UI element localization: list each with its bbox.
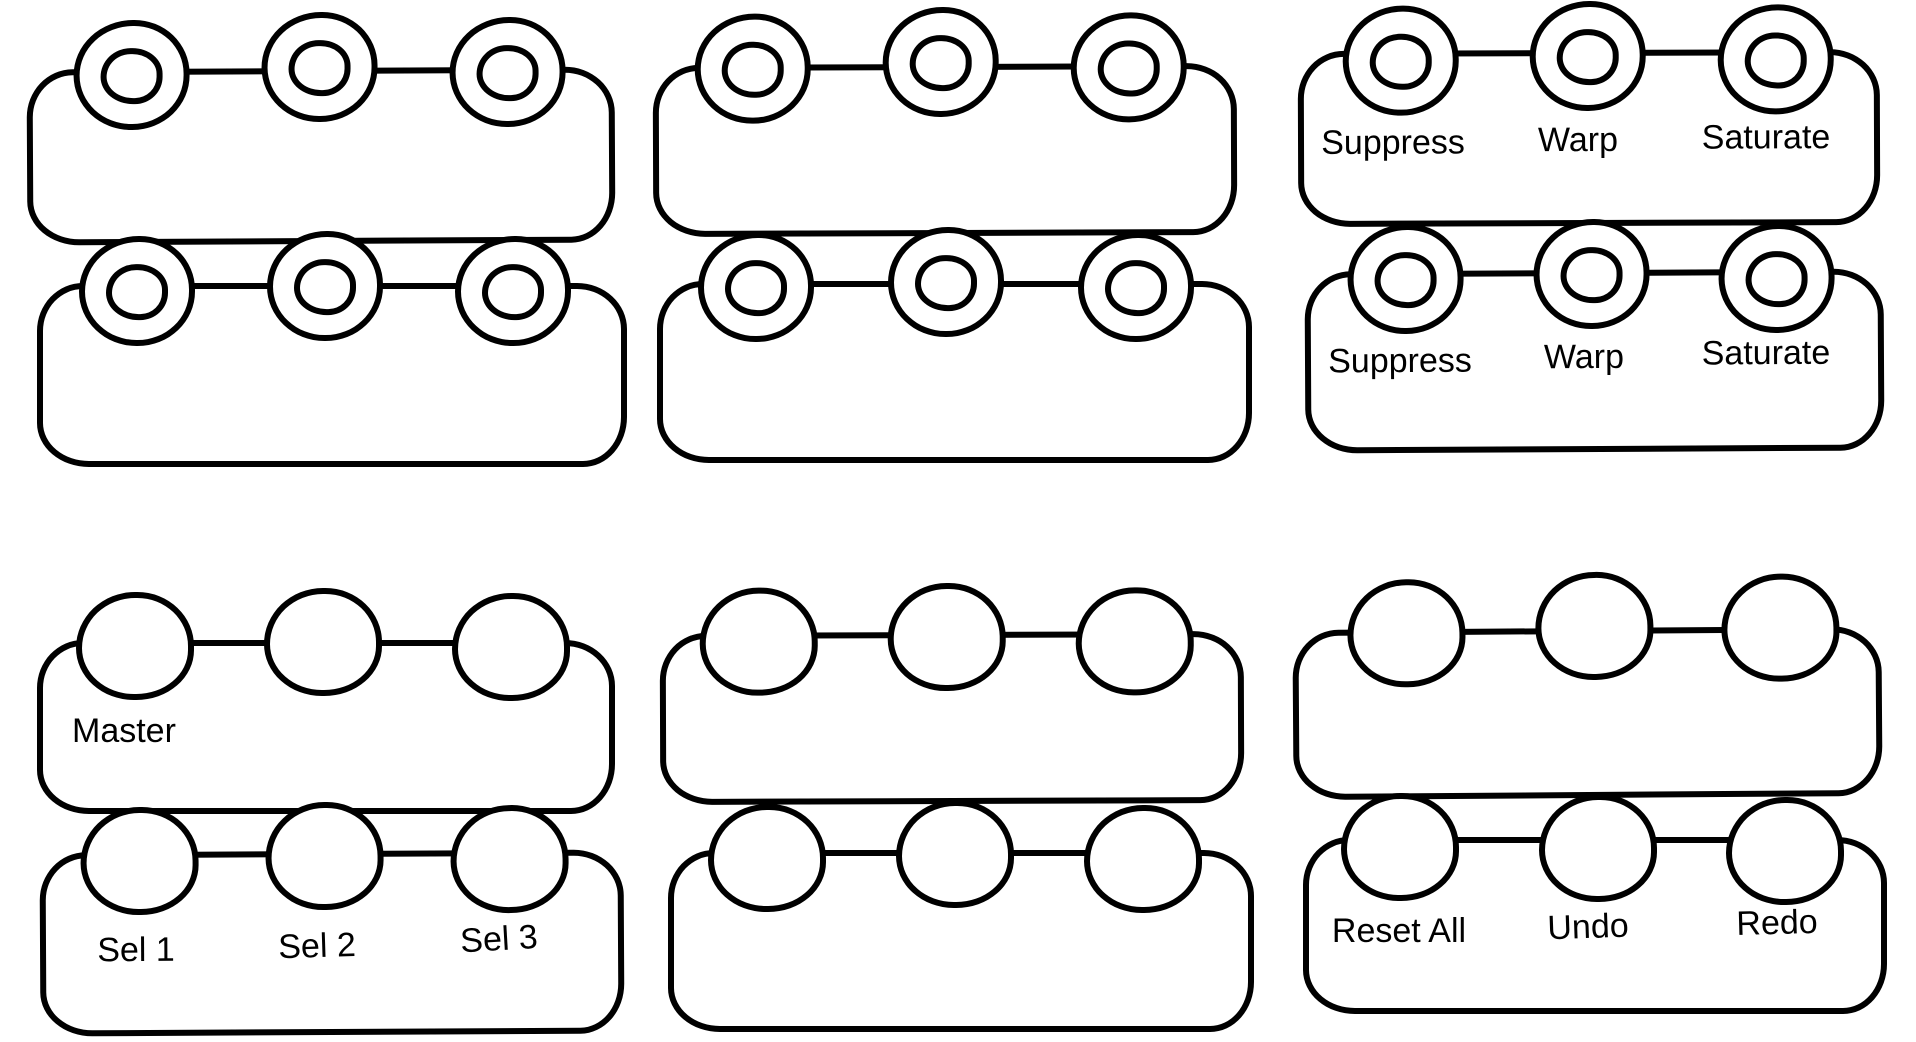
button[interactable]: [264, 588, 382, 696]
button-sel-2[interactable]: [265, 801, 384, 911]
knob-saturate[interactable]: [1718, 222, 1835, 334]
button-sel-2-label: Sel 2: [277, 925, 357, 967]
knob-core: [288, 39, 351, 97]
button[interactable]: [1075, 587, 1194, 696]
knob-core: [1105, 260, 1167, 317]
knob[interactable]: [698, 232, 814, 342]
button-redo-label: Redo: [1735, 902, 1819, 944]
button[interactable]: [1721, 573, 1840, 683]
button-sel-1[interactable]: [80, 806, 199, 916]
button-reset-all-label: Reset All: [1331, 912, 1467, 950]
button-undo-label: Undo: [1546, 906, 1630, 948]
button[interactable]: [1084, 805, 1202, 913]
knob-warp[interactable]: [1529, 0, 1646, 112]
knob-core: [1560, 246, 1623, 304]
knob[interactable]: [79, 236, 195, 346]
button-panel-middle-bottom: [668, 800, 1254, 1032]
knob-panel-left-bottom: [37, 231, 627, 467]
knob-core: [100, 47, 163, 105]
knob-warp[interactable]: [1533, 218, 1650, 330]
button-sel-3[interactable]: [450, 804, 569, 914]
knob-core: [915, 255, 977, 312]
master-button-panel: Master: [37, 588, 615, 814]
button[interactable]: [708, 804, 826, 912]
knob-suppress-label: Suppress: [1321, 123, 1465, 162]
button-reset-all[interactable]: [1341, 793, 1459, 901]
knob-core: [1097, 40, 1160, 97]
knob-suppress-label: Suppress: [1328, 341, 1472, 381]
master-panel-label: Master: [72, 712, 176, 750]
knob[interactable]: [261, 11, 378, 123]
knob[interactable]: [1078, 232, 1194, 342]
button-panel-middle-top: [659, 582, 1245, 806]
knob-panel-left-top: [26, 11, 616, 246]
knob-core: [1745, 251, 1808, 308]
button-panel-right-top: [1292, 571, 1883, 801]
knob-core: [106, 264, 168, 321]
knob[interactable]: [455, 236, 571, 346]
button[interactable]: [896, 800, 1014, 908]
edit-button-panel: Reset All Undo Redo: [1303, 793, 1887, 1014]
knob-core: [476, 44, 539, 102]
knob-saturate-label: Saturate: [1701, 118, 1831, 157]
button[interactable]: [887, 582, 1006, 692]
knob-core: [294, 259, 356, 316]
knob-core: [1744, 32, 1807, 89]
knob-suppress[interactable]: [1347, 223, 1464, 335]
knob-saturate-label: Saturate: [1701, 333, 1831, 373]
button[interactable]: [1347, 578, 1466, 688]
button[interactable]: [452, 593, 570, 701]
knob-panel-middle-bottom: [657, 227, 1252, 463]
button-undo[interactable]: [1539, 794, 1657, 902]
knob-suppress[interactable]: [1342, 5, 1459, 116]
knob[interactable]: [1070, 12, 1187, 123]
knob-warp-label: Warp: [1537, 120, 1619, 160]
button-sel-3-label: Sel 3: [459, 917, 539, 961]
knob[interactable]: [267, 231, 383, 341]
knob[interactable]: [694, 13, 811, 124]
button[interactable]: [76, 592, 194, 700]
button[interactable]: [699, 587, 818, 696]
knob-core: [482, 264, 544, 321]
knob[interactable]: [882, 6, 999, 118]
knob-core: [725, 260, 787, 317]
knob-core: [1556, 29, 1619, 86]
select-button-panel: Sel 1 Sel 2 Sel 3: [39, 801, 625, 1037]
knob[interactable]: [888, 227, 1004, 337]
fx-knob-panel-bottom: Suppress Warp Saturate: [1304, 218, 1885, 454]
knob-saturate[interactable]: [1717, 4, 1834, 115]
button-redo[interactable]: [1726, 797, 1844, 905]
knob[interactable]: [449, 16, 566, 128]
button-sel-1-label: Sel 1: [97, 930, 175, 970]
button[interactable]: [1535, 571, 1654, 681]
knob-core: [1374, 251, 1437, 309]
knob-core: [909, 35, 972, 92]
knob-panel-middle-top: [652, 6, 1238, 238]
knob-warp-label: Warp: [1543, 337, 1625, 377]
knob-core: [1369, 33, 1432, 90]
fx-knob-panel-top: Suppress Warp Saturate: [1297, 0, 1881, 228]
knob[interactable]: [73, 19, 190, 131]
knob-core: [721, 41, 784, 98]
